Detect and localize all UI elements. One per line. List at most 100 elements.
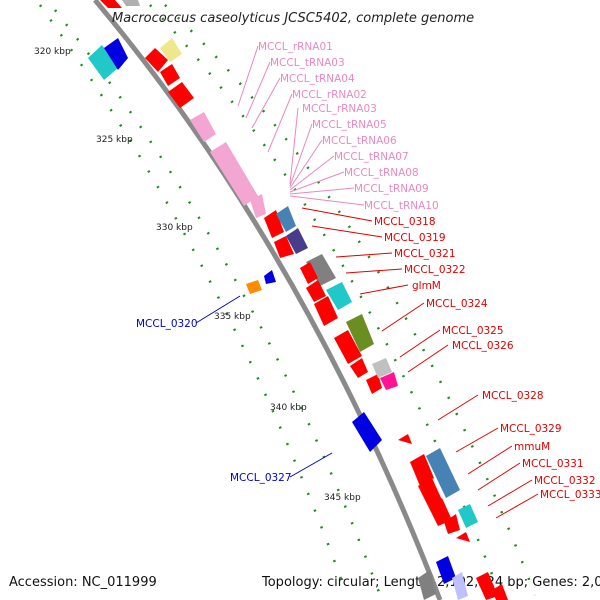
gene-label[interactable]: MCCL_0322 (404, 264, 466, 276)
gene-label[interactable]: MCCL_0321 (394, 248, 456, 260)
red-leader-lines (301, 207, 539, 519)
leader-line (495, 493, 539, 519)
gene-label[interactable]: MCCL_tRNA05 (312, 119, 387, 131)
leader-line (289, 452, 333, 478)
leader-line (487, 479, 533, 507)
leader-line (267, 93, 293, 153)
accession-text: Accession: NC_011999 (9, 575, 157, 590)
gene-label[interactable]: MCCL_tRNA08 (344, 167, 419, 179)
gene-feature[interactable] (492, 584, 508, 600)
gene-feature[interactable] (380, 372, 398, 390)
gene-feature[interactable] (428, 498, 452, 526)
gene-label[interactable]: MCCL_tRNA10 (364, 200, 439, 212)
gene-feature[interactable] (190, 112, 216, 142)
gene-label[interactable]: mmuM (514, 441, 550, 453)
gene-feature[interactable] (300, 262, 318, 284)
gene-feature[interactable] (250, 194, 266, 218)
gene-feature[interactable] (346, 314, 374, 352)
scale-tick-label: 345 kbp (324, 493, 361, 503)
gene-label[interactable]: MCCL_tRNA09 (354, 183, 429, 195)
gene-feature[interactable] (418, 570, 436, 600)
gene-label[interactable]: MCCL_0320 (136, 318, 198, 330)
gene-feature[interactable] (145, 48, 168, 72)
leader-line (289, 107, 299, 185)
gene-feature[interactable] (314, 296, 338, 326)
scale-tick-label: 325 kbp (96, 135, 133, 145)
leader-line (467, 445, 513, 475)
gene-feature[interactable] (104, 38, 128, 70)
gene-feature[interactable] (350, 358, 368, 378)
leader-line (455, 427, 499, 453)
gene-feature[interactable] (286, 228, 308, 254)
gene-feature[interactable] (476, 572, 498, 600)
gene-feature[interactable] (334, 330, 362, 364)
gene-label[interactable]: MCCL_0319 (384, 232, 446, 244)
gene-label[interactable]: MCCL_0326 (452, 340, 514, 352)
scale-tick-label: 335 kbp (214, 312, 251, 322)
gene-feature[interactable] (426, 448, 460, 498)
gene-feature[interactable] (122, 0, 140, 6)
gene-label[interactable]: MCCL_tRNA03 (270, 57, 345, 69)
gene-feature[interactable] (160, 38, 182, 62)
map-title: Macrococcus caseolyticus JCSC5402, compl… (112, 11, 474, 26)
gene-feature[interactable] (306, 254, 336, 286)
gene-feature[interactable] (372, 358, 392, 378)
gene-feature[interactable] (274, 236, 294, 258)
gene-label[interactable]: glmM (412, 280, 441, 292)
gene-label[interactable]: MCCL_0324 (426, 298, 488, 310)
gene-label[interactable]: MCCL_0333 (540, 489, 600, 501)
leader-line (289, 187, 355, 195)
gene-feature[interactable] (100, 0, 122, 8)
gene-label[interactable]: MCCL_rRNA02 (292, 89, 367, 101)
gene-feature[interactable] (410, 454, 434, 486)
gene-feature[interactable] (366, 374, 382, 394)
gene-label[interactable]: MCCL_0328 (482, 390, 544, 402)
gene-feature[interactable] (306, 280, 326, 302)
rna-leader-lines (237, 45, 365, 206)
gene-label[interactable]: MCCL_rRNA03 (302, 103, 377, 115)
red-gene-labels: MCCL_0318 MCCL_0319 MCCL_0321 MCCL_0322 … (374, 216, 600, 501)
gene-label[interactable]: MCCL_0327 (230, 472, 292, 484)
leader-line (335, 252, 393, 258)
gene-label[interactable]: MCCL_tRNA04 (280, 73, 355, 85)
gene-feature[interactable] (352, 412, 382, 452)
leader-line (289, 171, 345, 193)
gene-label[interactable]: MCCL_tRNA06 (322, 135, 397, 147)
rna-gene-labels: MCCL_rRNA01 MCCL_tRNA03 MCCL_tRNA04 MCCL… (258, 41, 439, 212)
blue-leader-lines (195, 295, 333, 478)
gene-feature[interactable] (436, 556, 456, 584)
gene-label[interactable]: MCCL_0325 (442, 325, 504, 337)
scale-tick-label: 330 kbp (156, 223, 193, 233)
gene-label[interactable]: MCCL_0332 (534, 475, 596, 487)
leader-line (437, 394, 479, 421)
gene-label[interactable]: MCCL_rRNA01 (258, 41, 333, 53)
leader-line (195, 295, 241, 324)
gene-feature[interactable] (276, 206, 296, 232)
gene-feature[interactable] (264, 210, 284, 238)
gene-label[interactable]: MCCL_0329 (500, 423, 562, 435)
gene-feature[interactable] (168, 82, 194, 108)
gene-label[interactable]: MCCL_tRNA07 (334, 151, 409, 163)
gene-feature[interactable] (210, 142, 258, 206)
gene-feature[interactable] (444, 514, 460, 534)
gene-feature[interactable] (452, 572, 468, 600)
leader-line (251, 77, 281, 129)
gene-feature[interactable] (456, 532, 470, 542)
outer-dotted-arc-2 (164, 4, 537, 596)
gene-feature[interactable] (246, 280, 262, 294)
gene-feature[interactable] (88, 45, 118, 80)
gene-feature[interactable] (418, 478, 442, 506)
gene-feature[interactable] (458, 504, 478, 528)
gene-feature[interactable] (398, 434, 412, 444)
gene-label[interactable]: MCCL_0318 (374, 216, 436, 228)
leader-line (245, 61, 271, 119)
gene-feature[interactable] (326, 282, 352, 310)
leader-line (477, 462, 521, 491)
gene-label[interactable]: MCCL_0331 (522, 458, 584, 470)
gene-feature[interactable] (264, 270, 276, 284)
scale-tick-label: 340 kbp (270, 403, 307, 413)
leader-line (289, 195, 365, 206)
leader-line (301, 207, 373, 222)
gene-feature[interactable] (160, 64, 180, 86)
leader-line (345, 268, 403, 274)
